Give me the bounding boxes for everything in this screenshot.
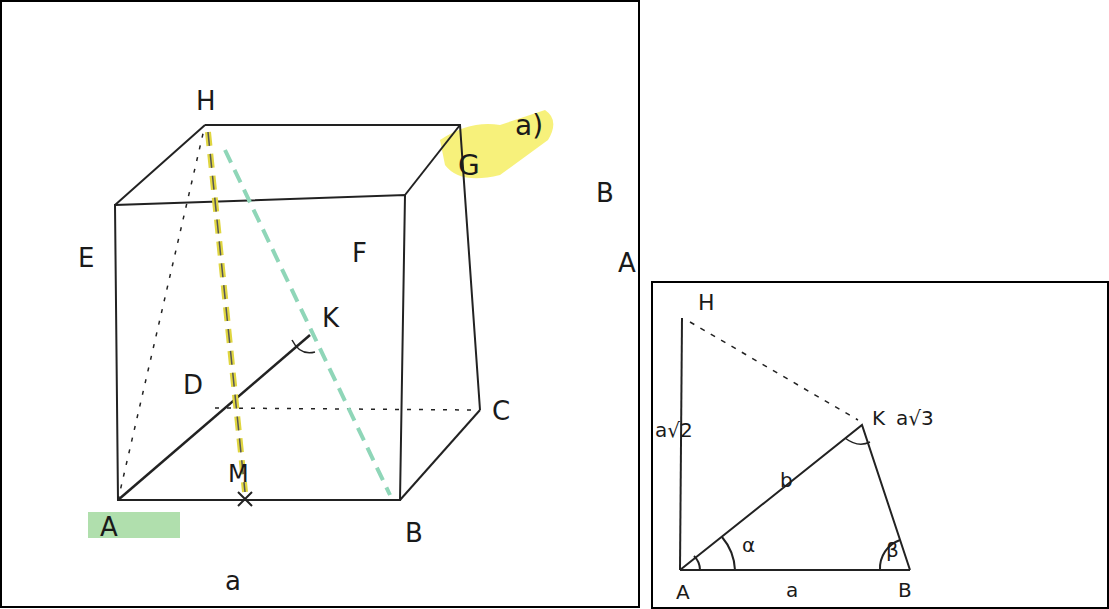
point-label: α [742, 535, 755, 555]
point-label: a [786, 580, 798, 600]
point-label: B [898, 580, 912, 600]
point-label: a) [515, 112, 543, 140]
point-label: C [492, 398, 510, 424]
point-label: A [676, 582, 690, 602]
point-label: B [596, 180, 614, 206]
point-label: E [78, 245, 94, 271]
point-label: A [618, 250, 636, 276]
green-dashed-line [225, 150, 390, 495]
point-label: b [780, 470, 793, 490]
point-label: a√2 [655, 420, 693, 440]
point-label: D [183, 372, 203, 398]
point-label: M [228, 462, 249, 486]
panel-frame [652, 282, 1108, 608]
point-label: H [196, 88, 216, 114]
point-mark [238, 492, 252, 506]
point-label: a [225, 568, 241, 594]
triangle-sketch [680, 318, 910, 570]
yellow-dashed-line [208, 132, 245, 492]
point-label: G [458, 152, 480, 180]
point-label: F [352, 240, 367, 266]
point-label: β [886, 540, 899, 560]
point-label: a√3 [896, 408, 934, 428]
cube [115, 125, 480, 500]
point-label: B [405, 520, 423, 546]
yellow-highlight [440, 110, 553, 178]
point-label: K [872, 408, 885, 428]
point-label: A [100, 514, 118, 540]
panel-frame [1, 1, 639, 607]
point-label: K [322, 305, 339, 331]
point-label: H [698, 292, 715, 314]
